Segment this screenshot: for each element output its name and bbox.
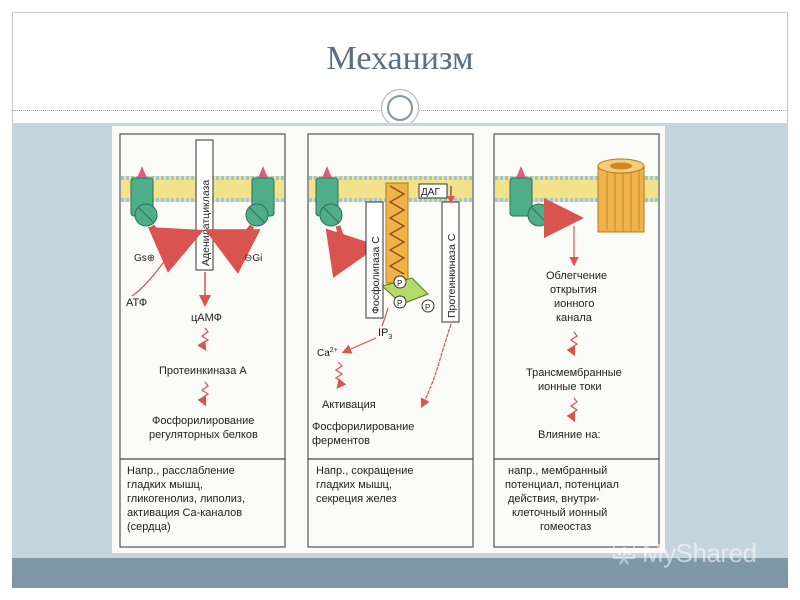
gs-arrow [147, 224, 204, 273]
panel-3-example-4: гомеостаз [540, 521, 591, 533]
footer-bar [12, 558, 788, 588]
divider-ornament [381, 89, 419, 127]
ease-line-3: канала [556, 312, 593, 324]
camp-label: цАМФ [191, 312, 222, 324]
phosphate-2-label: P [397, 299, 402, 308]
camp-to-pka-arrow [197, 327, 210, 352]
phos-2-line1: Фосфорилирование [312, 421, 414, 433]
panel-1-example-4: (сердца) [127, 521, 171, 533]
panel-1-example-0: Напр., расслабление [127, 465, 235, 477]
ease-to-currents-arrow [566, 331, 579, 357]
plc-box [365, 201, 384, 319]
plc-zigzag [388, 185, 406, 275]
receptor-1-left [130, 166, 158, 227]
ip3-label: IP3 [378, 327, 392, 341]
dag-box [418, 183, 448, 199]
receptor-2 [315, 166, 343, 227]
currents-to-influence-arrow [566, 397, 579, 423]
ca-label: Ca2+ [317, 347, 338, 359]
phosphate-3-label: P [425, 303, 430, 312]
panel-3-examples-border [493, 458, 660, 548]
panel-1-example-2: гликогенолиз, липолиз, [127, 493, 245, 505]
pkc-to-phos-arrow [420, 323, 452, 409]
watermark-logo-icon [613, 543, 635, 565]
influence-label: Влияние на: [538, 429, 601, 441]
panel-1-example-3: активация Ca-каналов [127, 507, 242, 519]
plc-label: Фосфолипаза С [370, 236, 382, 314]
receptor-1-right [245, 166, 275, 227]
panel-1-example-1: гладких мышц, [127, 479, 203, 491]
gi-label: ⊖Gi [244, 253, 262, 264]
panel-3-example-1: потенциал, потенциал [505, 479, 619, 491]
currents-line-1: ионные токи [538, 381, 601, 393]
dag-label: ДАГ [421, 187, 440, 198]
phosphate-2 [393, 295, 407, 309]
signaling-figure: Аденилатциклаза Gs⊕ ⊖Gi АТФ цАМФ Протеин… [112, 126, 665, 553]
adenylate-cyclase-label: Аденилатциклаза [200, 180, 212, 266]
atp-label: АТФ [126, 297, 147, 309]
phosphate-3 [421, 299, 435, 313]
ion-channel [597, 158, 645, 233]
panel-2-example-1: гладких мышц, [316, 479, 392, 491]
gs-label: Gs⊕ [134, 253, 155, 264]
activation-label: Активация [322, 399, 376, 411]
ease-line-1: открытия [550, 284, 597, 296]
panel-3-example-2: действия, внутри- [508, 493, 600, 505]
phos-1-line2: регуляторных белков [149, 429, 258, 441]
pka-label: Протеинкиназа А [159, 365, 247, 377]
ease-line-2: ионного [554, 298, 594, 310]
panel-3-example-3: клеточный ионный [512, 507, 607, 519]
pka-to-phos-arrow [197, 381, 210, 407]
gi-arrow [204, 224, 261, 275]
atp-arrow [131, 255, 169, 297]
panel-2-example-2: секреция желез [316, 493, 397, 505]
pkc-label: Протеинкиназа С [446, 233, 458, 318]
watermark-text: MyShared [642, 538, 757, 568]
panel-2-example-0: Напр., сокращение [316, 465, 413, 477]
pip2-to-ip3-arrow [381, 307, 389, 327]
ip3-to-ca-arrow [341, 337, 377, 354]
panel-1-examples-border [119, 458, 286, 548]
ease-line-0: Облегчение [546, 270, 607, 282]
panel-2-examples-border [307, 458, 474, 548]
phos-2-line2: ферментов [312, 435, 370, 447]
phos-1-line1: Фосфорилирование [152, 415, 254, 427]
phosphate-1-label: P [397, 279, 402, 288]
phosphate-1 [393, 275, 407, 289]
gq-arrow [325, 225, 379, 278]
ca-to-activation-arrow [334, 361, 347, 389]
panel-3-example-0: напр., мембранный [508, 465, 607, 477]
currents-line-0: Трансмембранные [526, 367, 622, 379]
slide-title: Механизм [326, 40, 474, 77]
